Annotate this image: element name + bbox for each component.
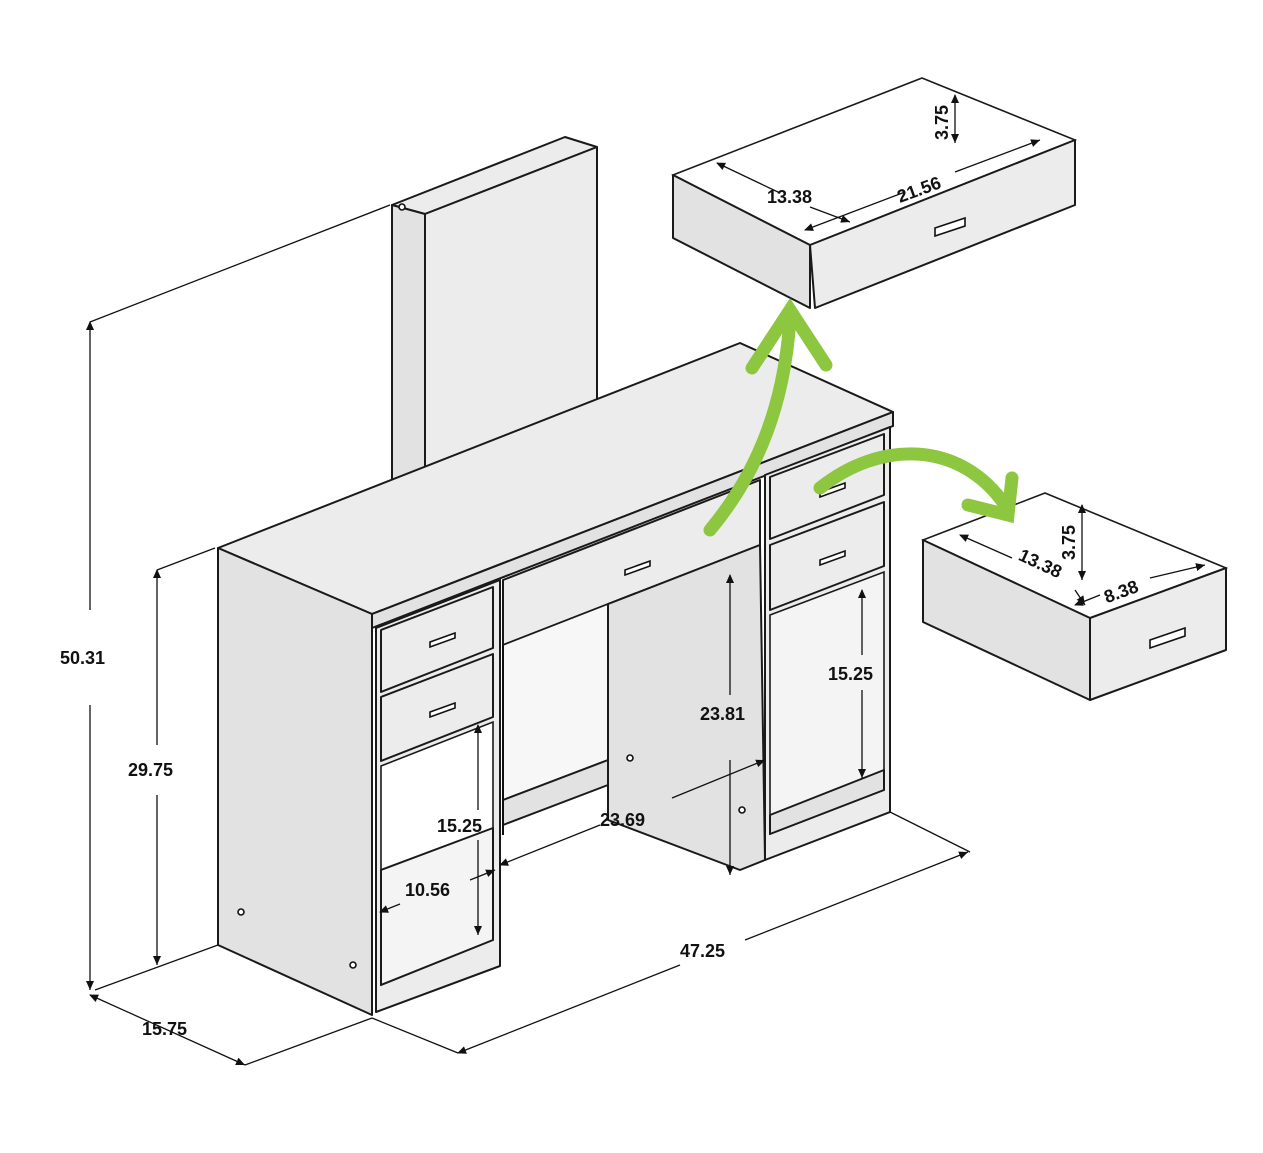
label-total-height: 50.31 <box>60 648 105 668</box>
drawer-handles <box>429 481 846 719</box>
label-width: 47.25 <box>680 941 725 961</box>
label-center-drawer-depth: 13.38 <box>767 187 812 207</box>
dimension-lines <box>86 94 1206 1066</box>
center-drawer-detail <box>671 77 1078 309</box>
label-knee-height: 23.81 <box>700 704 745 724</box>
label-right-shelf-height: 15.25 <box>828 664 873 684</box>
label-side-drawer-height: 3.75 <box>1059 525 1079 560</box>
drawer-arrows <box>703 298 1019 537</box>
label-left-shelf-height: 15.25 <box>437 816 482 836</box>
label-knee-width: 23.69 <box>600 810 645 830</box>
label-center-drawer-height: 3.75 <box>932 105 952 140</box>
desk <box>217 342 894 1016</box>
right-drawer-bottom <box>769 501 885 611</box>
mirror <box>391 136 598 493</box>
label-desk-height: 29.75 <box>128 760 173 780</box>
label-depth: 15.75 <box>142 1019 187 1039</box>
left-drawer-bottom <box>380 653 494 762</box>
label-left-shelf-width: 10.56 <box>405 880 450 900</box>
side-drawer-detail <box>920 492 1229 701</box>
